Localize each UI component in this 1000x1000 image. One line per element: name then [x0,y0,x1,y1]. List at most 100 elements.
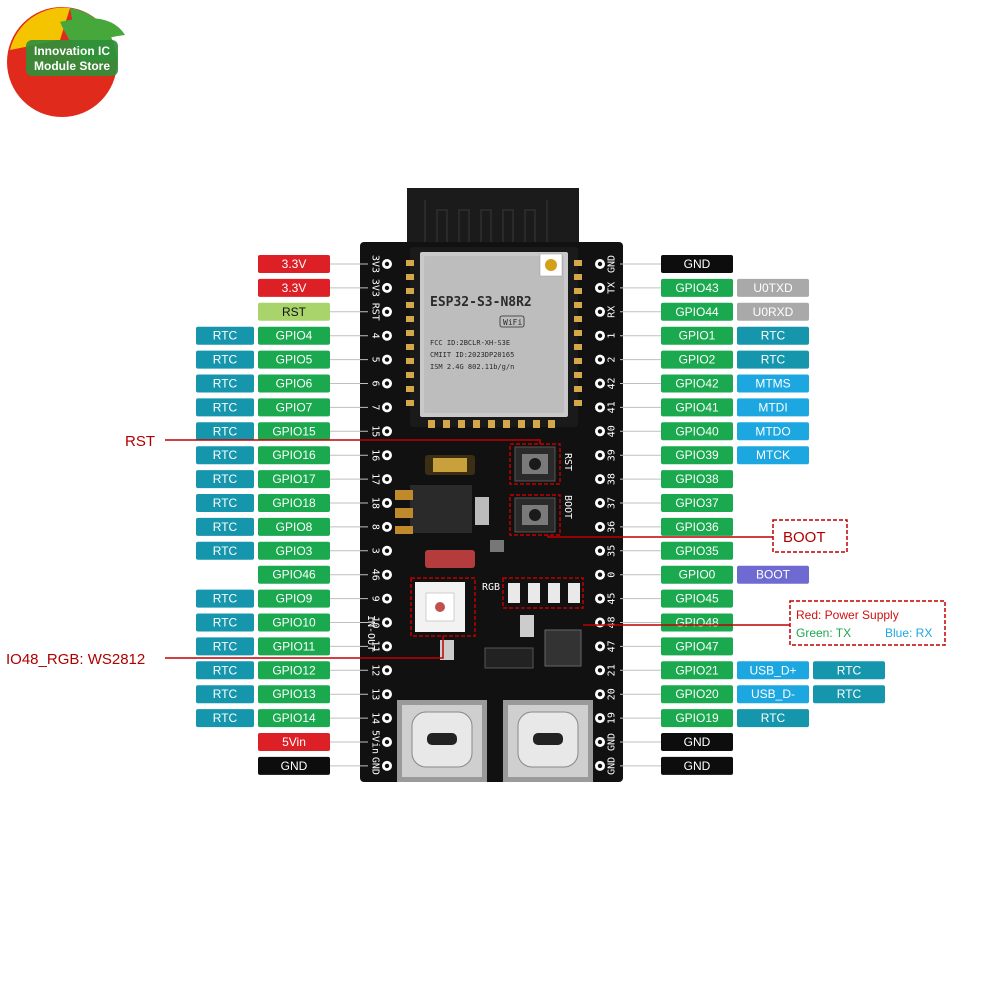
left-pin-tag-rst: RST [258,302,330,321]
silk-right-pin: 40 [607,425,618,437]
module-pad [548,420,555,428]
module-pad [574,330,582,336]
header-pins [382,259,605,771]
rst-callout: RST [125,433,561,485]
left-pin-tag-text: GPIO16 [272,448,316,462]
right-pin-tag-text: GPIO21 [675,663,719,677]
right-pin-tag-usb_jtag: MTMS [737,374,809,393]
right-pin-tag-gpio: GPIO42 [661,374,733,393]
silk-right-pins: GNDTXRX1242414039383736350454847212019GN… [607,255,618,775]
left-pin-tag-gpio: GPIO15 [258,422,330,441]
left-pin-tag-gpio: GPIO13 [258,685,330,704]
silk-left-pin: 10 [370,616,381,628]
right-pin-tag-text: RTC [837,663,862,677]
left-pin-tag-text: GPIO8 [276,520,313,534]
header-pin-hole [384,333,390,338]
rst-button[interactable] [514,446,556,482]
left-pin-tag-text: GND [281,759,308,773]
boot-callout-label: BOOT [783,529,826,546]
left-pin-tag-text: RTC [213,400,238,414]
rst-callout-label: RST [125,433,155,450]
silk-right-pin: 45 [607,593,618,605]
header-pin-hole [384,548,390,553]
silk-left-pin: 3 [370,548,381,554]
left-pin-tag-gnd: GND [258,756,330,775]
right-pin-tag-usb_jtag: MTCK [737,446,809,465]
left-pin-tag-rtc: RTC [196,613,254,632]
silk-right-pin: 2 [607,357,618,363]
right-pin-tag-text: RTC [761,711,786,725]
left-pin-tag-rtc: RTC [196,350,254,369]
right-pin-tag-usb_jtag: USB_D+ [737,661,809,680]
right-pin-tag-text: GPIO39 [675,448,719,462]
silk-left-pin: 6 [370,380,381,386]
header-pin-hole [384,739,390,745]
right-pin-tag-text: U0TXD [753,281,793,295]
right-pin-tag-gpio: GPIO19 [661,709,733,728]
module-pad [458,420,465,428]
right-pin-tag-text: RTC [761,353,786,367]
module-pad [406,302,414,308]
boot-button[interactable] [514,497,556,533]
module-pad [473,420,480,428]
right-pin-tag-text: BOOT [756,568,791,582]
header-pin-hole [384,261,390,267]
module-pad [574,302,582,308]
module-pad [574,400,582,406]
silk-left-pin: 16 [370,449,381,461]
right-pin-tag-rtc: RTC [737,350,809,369]
header-pin-hole [597,453,603,458]
silk-right-pin: 1 [607,333,618,339]
module-pad [574,344,582,350]
module-pad [518,420,525,428]
right-pin-tag-text: GPIO2 [679,353,716,367]
left-pin-tag-text: RTC [213,663,238,677]
right-pin-tag-text: GPIO43 [675,281,719,295]
left-pin-tag-rtc: RTC [196,470,254,489]
left-pin-tag-gpio: GPIO17 [258,470,330,489]
module-pad [503,420,510,428]
left-pin-tag-text: 5Vin [282,735,306,749]
right-pin-tag-text: GPIO19 [675,711,719,725]
right-pin-tag-rtc: RTC [737,709,809,728]
left-pin-tag-text: RTC [213,472,238,486]
right-pin-tag-uart: U0TXD [737,278,809,297]
silk-in-out: IN-OUT [365,615,376,651]
silk-left-pin: 46 [370,569,381,581]
left-pin-tag-rtc: RTC [196,398,254,417]
cert-line2: CMIIT ID:2023DP20165 [430,351,514,359]
silk-right-pin: 39 [607,449,618,461]
silk-left-pin: 18 [370,497,381,509]
header-pin-hole [384,285,390,291]
left-pin-tag-rtc: RTC [196,541,254,560]
right-pin-tag-usb_jtag: MTDO [737,422,809,441]
right-pin-tag-uart: U0RXD [737,302,809,321]
module-pad [406,400,414,406]
header-pin-hole [597,596,603,601]
header-pin-hole [597,500,603,506]
header-pin-hole [597,668,603,673]
cert-line3: ISM 2.4G 802.11b/g/n [430,363,514,371]
right-pin-tag-text: GND [684,257,711,271]
silk-left-pin: GND [370,757,381,775]
left-pin-tag-gpio: GPIO7 [258,398,330,417]
module-pad [406,260,414,266]
left-pin-tag-text: RTC [213,329,238,343]
right-pin-tag-gpio: GPIO37 [661,494,733,512]
header-pin-hole [384,381,390,386]
right-pin-tag-text: GPIO36 [675,520,719,534]
right-pin-tag-text: GPIO0 [679,568,716,582]
silk-right-pin: 42 [607,377,618,389]
silk-right-pin: GND [607,757,618,775]
left-pin-tag-gpio: GPIO11 [258,637,330,656]
left-pin-tag-text: GPIO5 [276,353,313,367]
silk-left-pin: 3V3 [370,255,381,273]
left-pin-tag-gpio: GPIO46 [258,565,330,584]
left-pin-tag-text: GPIO11 [273,639,316,653]
left-pin-tag-power: 3.3V [258,255,330,273]
right-pin-tag-gnd: GND [661,733,733,751]
header-pin-hole [597,476,603,482]
silk-left-pin: 17 [370,473,381,485]
